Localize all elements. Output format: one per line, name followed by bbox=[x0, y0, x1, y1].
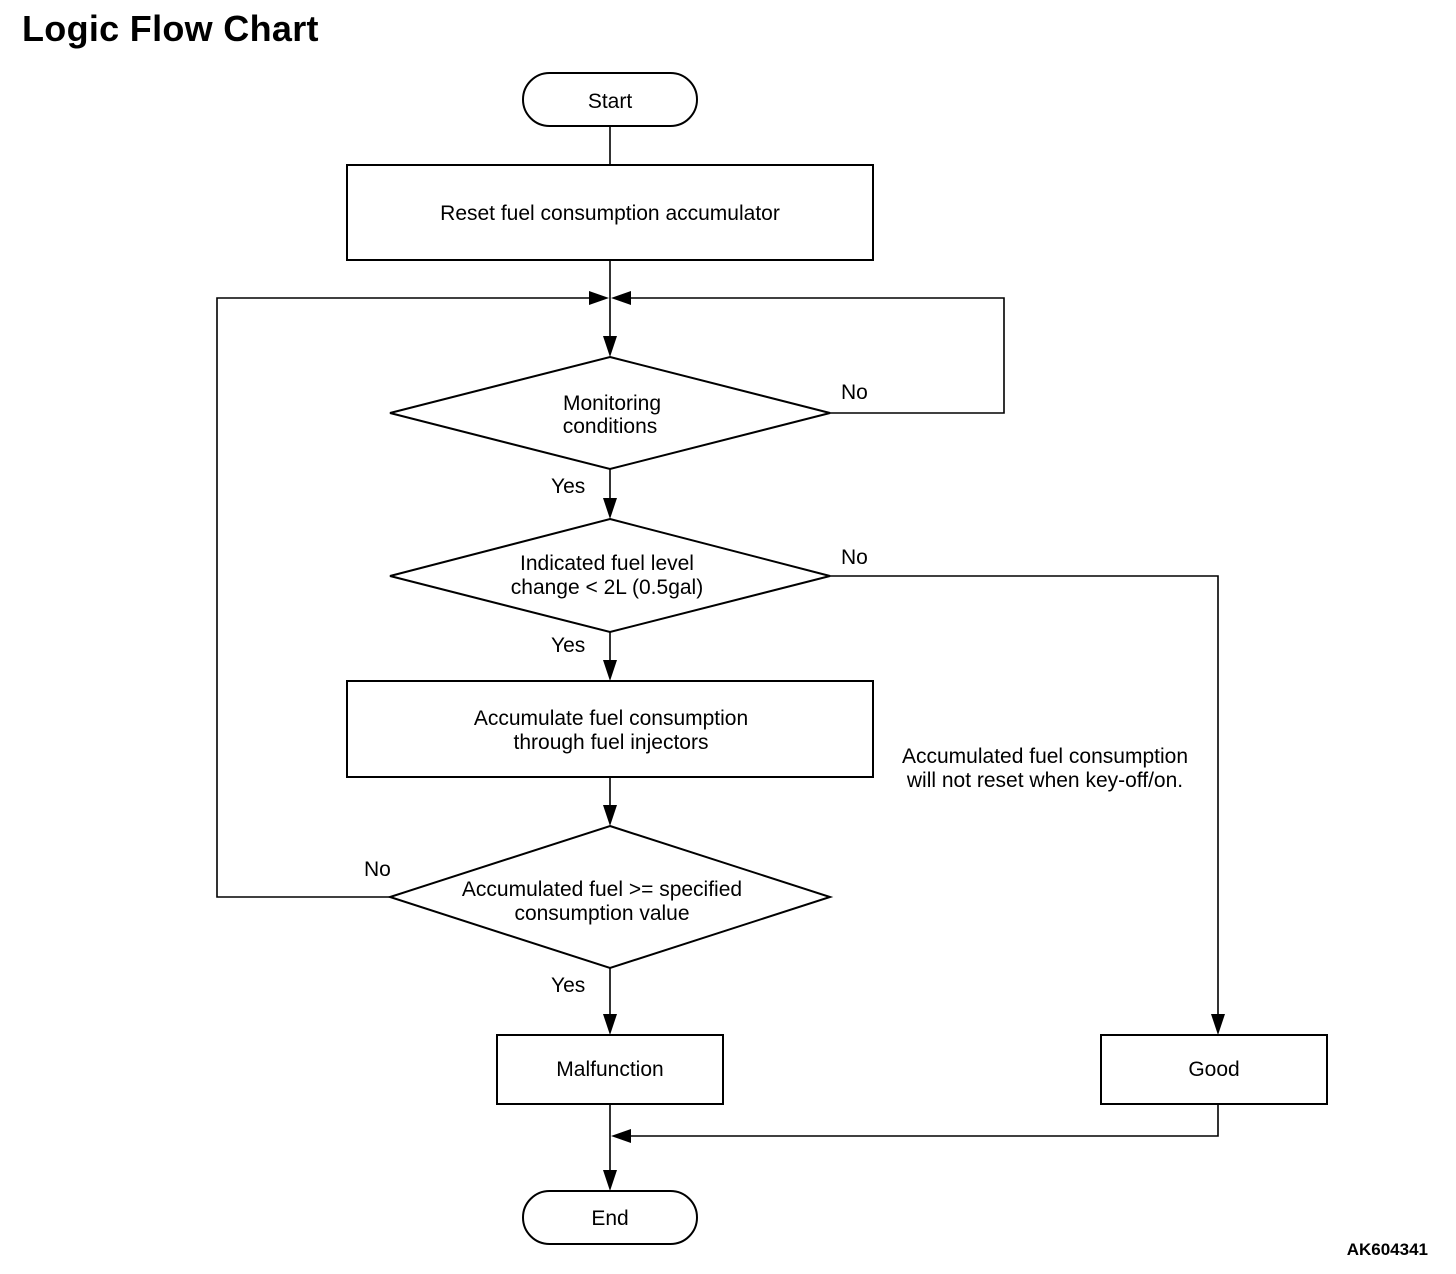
end-label: End bbox=[591, 1207, 628, 1230]
threshold-label-line1: Accumulated fuel >= specified bbox=[462, 878, 742, 901]
accumulate-label-line2: through fuel injectors bbox=[514, 731, 709, 754]
page-title: Logic Flow Chart bbox=[22, 8, 319, 49]
no-label-monitoring: No bbox=[841, 381, 868, 404]
start-terminal: Start bbox=[522, 72, 698, 127]
threshold-decision: Accumulated fuel >= specified consumptio… bbox=[386, 824, 834, 970]
malfunction-box: Malfunction bbox=[496, 1034, 724, 1105]
monitoring-label-line2: conditions bbox=[563, 415, 658, 438]
arrowhead bbox=[603, 1014, 617, 1035]
end-terminal: End bbox=[522, 1190, 698, 1245]
note-line1: Accumulated fuel consumption bbox=[902, 745, 1188, 768]
connectors bbox=[216, 126, 1219, 1182]
good-label: Good bbox=[1188, 1058, 1239, 1081]
figure-code: AK604341 bbox=[1346, 1240, 1428, 1259]
line-good-end bbox=[626, 1104, 1219, 1137]
arrowhead bbox=[603, 805, 617, 826]
note-line2: will not reset when key-off/on. bbox=[906, 769, 1183, 792]
monitoring-label-line1: Monitoring bbox=[563, 392, 661, 415]
fuel-level-decision: Indicated fuel level change < 2L (0.5gal… bbox=[389, 517, 831, 634]
yes-label-fuel-level: Yes bbox=[551, 634, 585, 657]
arrowhead bbox=[603, 660, 617, 681]
no-label-fuel-level: No bbox=[841, 546, 868, 569]
arrowhead bbox=[1211, 1014, 1225, 1035]
arrowhead bbox=[589, 291, 609, 305]
fuel-level-label-line1: Indicated fuel level bbox=[520, 552, 694, 575]
accumulate-label-line1: Accumulate fuel consumption bbox=[474, 707, 748, 730]
arrowhead bbox=[611, 291, 631, 305]
good-box: Good bbox=[1100, 1034, 1328, 1105]
arrowhead bbox=[603, 498, 617, 519]
line-threshold-no-loop bbox=[216, 297, 594, 898]
arrowheads bbox=[589, 291, 1225, 1191]
reset-box: Reset fuel consumption accumulator bbox=[346, 164, 874, 261]
fuel-level-label-line2: change < 2L (0.5gal) bbox=[511, 576, 703, 599]
no-label-threshold: No bbox=[364, 858, 391, 881]
line-monitoring-no-loop bbox=[626, 297, 1005, 414]
arrowhead bbox=[603, 1170, 617, 1191]
monitoring-decision: Monitoring conditions bbox=[389, 355, 831, 471]
start-label: Start bbox=[588, 90, 633, 113]
yes-label-monitoring: Yes bbox=[551, 475, 585, 498]
accumulate-box: Accumulate fuel consumption through fuel… bbox=[346, 680, 874, 778]
arrowhead bbox=[611, 1129, 631, 1143]
threshold-label-line2: consumption value bbox=[514, 902, 689, 925]
line-fuel-no-good bbox=[830, 575, 1219, 1025]
reset-label: Reset fuel consumption accumulator bbox=[440, 202, 780, 225]
malfunction-label: Malfunction bbox=[556, 1058, 663, 1081]
yes-label-threshold: Yes bbox=[551, 974, 585, 997]
arrowhead bbox=[603, 336, 617, 357]
